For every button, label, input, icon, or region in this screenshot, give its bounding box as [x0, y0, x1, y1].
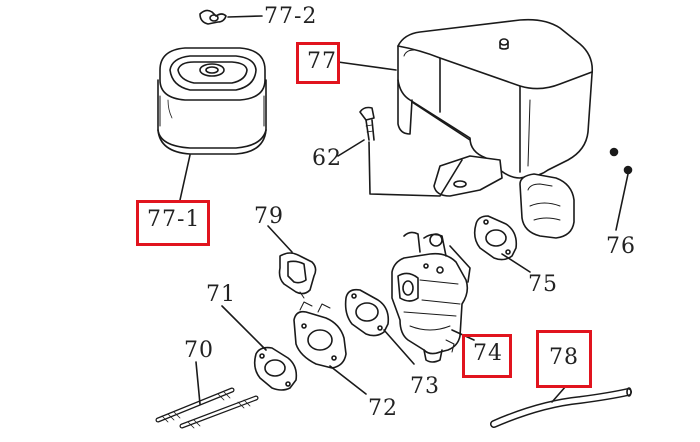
label-71: 71 [206, 282, 236, 307]
air-filter-cover-part-77 [397, 18, 594, 239]
nut-part-76 [609, 147, 633, 175]
carburetor-part-74 [391, 231, 471, 363]
bolt-part-62 [359, 106, 375, 141]
label-78: 78 [536, 330, 592, 388]
stud-part-70 [155, 387, 259, 429]
leader-75 [501, 253, 531, 273]
label-73: 73 [410, 374, 440, 399]
leader-62-assembly [368, 141, 463, 197]
insulator-part-72 [293, 301, 347, 369]
gasket-part-71 [253, 346, 298, 391]
leader-79 [267, 225, 293, 253]
leader-77 [337, 61, 397, 71]
label-79: 79 [254, 204, 284, 229]
wing-nut-part-77-2 [199, 9, 227, 25]
leader-72 [329, 365, 367, 395]
label-75: 75 [528, 272, 558, 297]
leader-71 [221, 305, 267, 351]
label-77-1: 77-1 [136, 200, 210, 246]
gasket-part-73 [344, 288, 390, 337]
leader-76 [615, 173, 629, 231]
leader-73 [383, 329, 415, 365]
air-filter-part-77-1 [157, 47, 267, 155]
clamp-part-79 [278, 252, 317, 299]
label-77: 77 [296, 42, 340, 84]
leader-77-1 [179, 154, 191, 201]
hose-part-78 [490, 387, 632, 428]
label-70: 70 [184, 338, 214, 363]
label-74: 74 [462, 334, 512, 378]
leader-70 [195, 361, 201, 405]
label-62: 62 [312, 146, 342, 171]
gasket-part-75 [473, 215, 518, 261]
leader-62 [337, 139, 365, 157]
leader-78 [551, 385, 567, 403]
leader-77-2 [227, 15, 263, 18]
label-76: 76 [606, 234, 636, 259]
label-77-2: 77-2 [264, 4, 318, 29]
label-72: 72 [368, 396, 398, 421]
